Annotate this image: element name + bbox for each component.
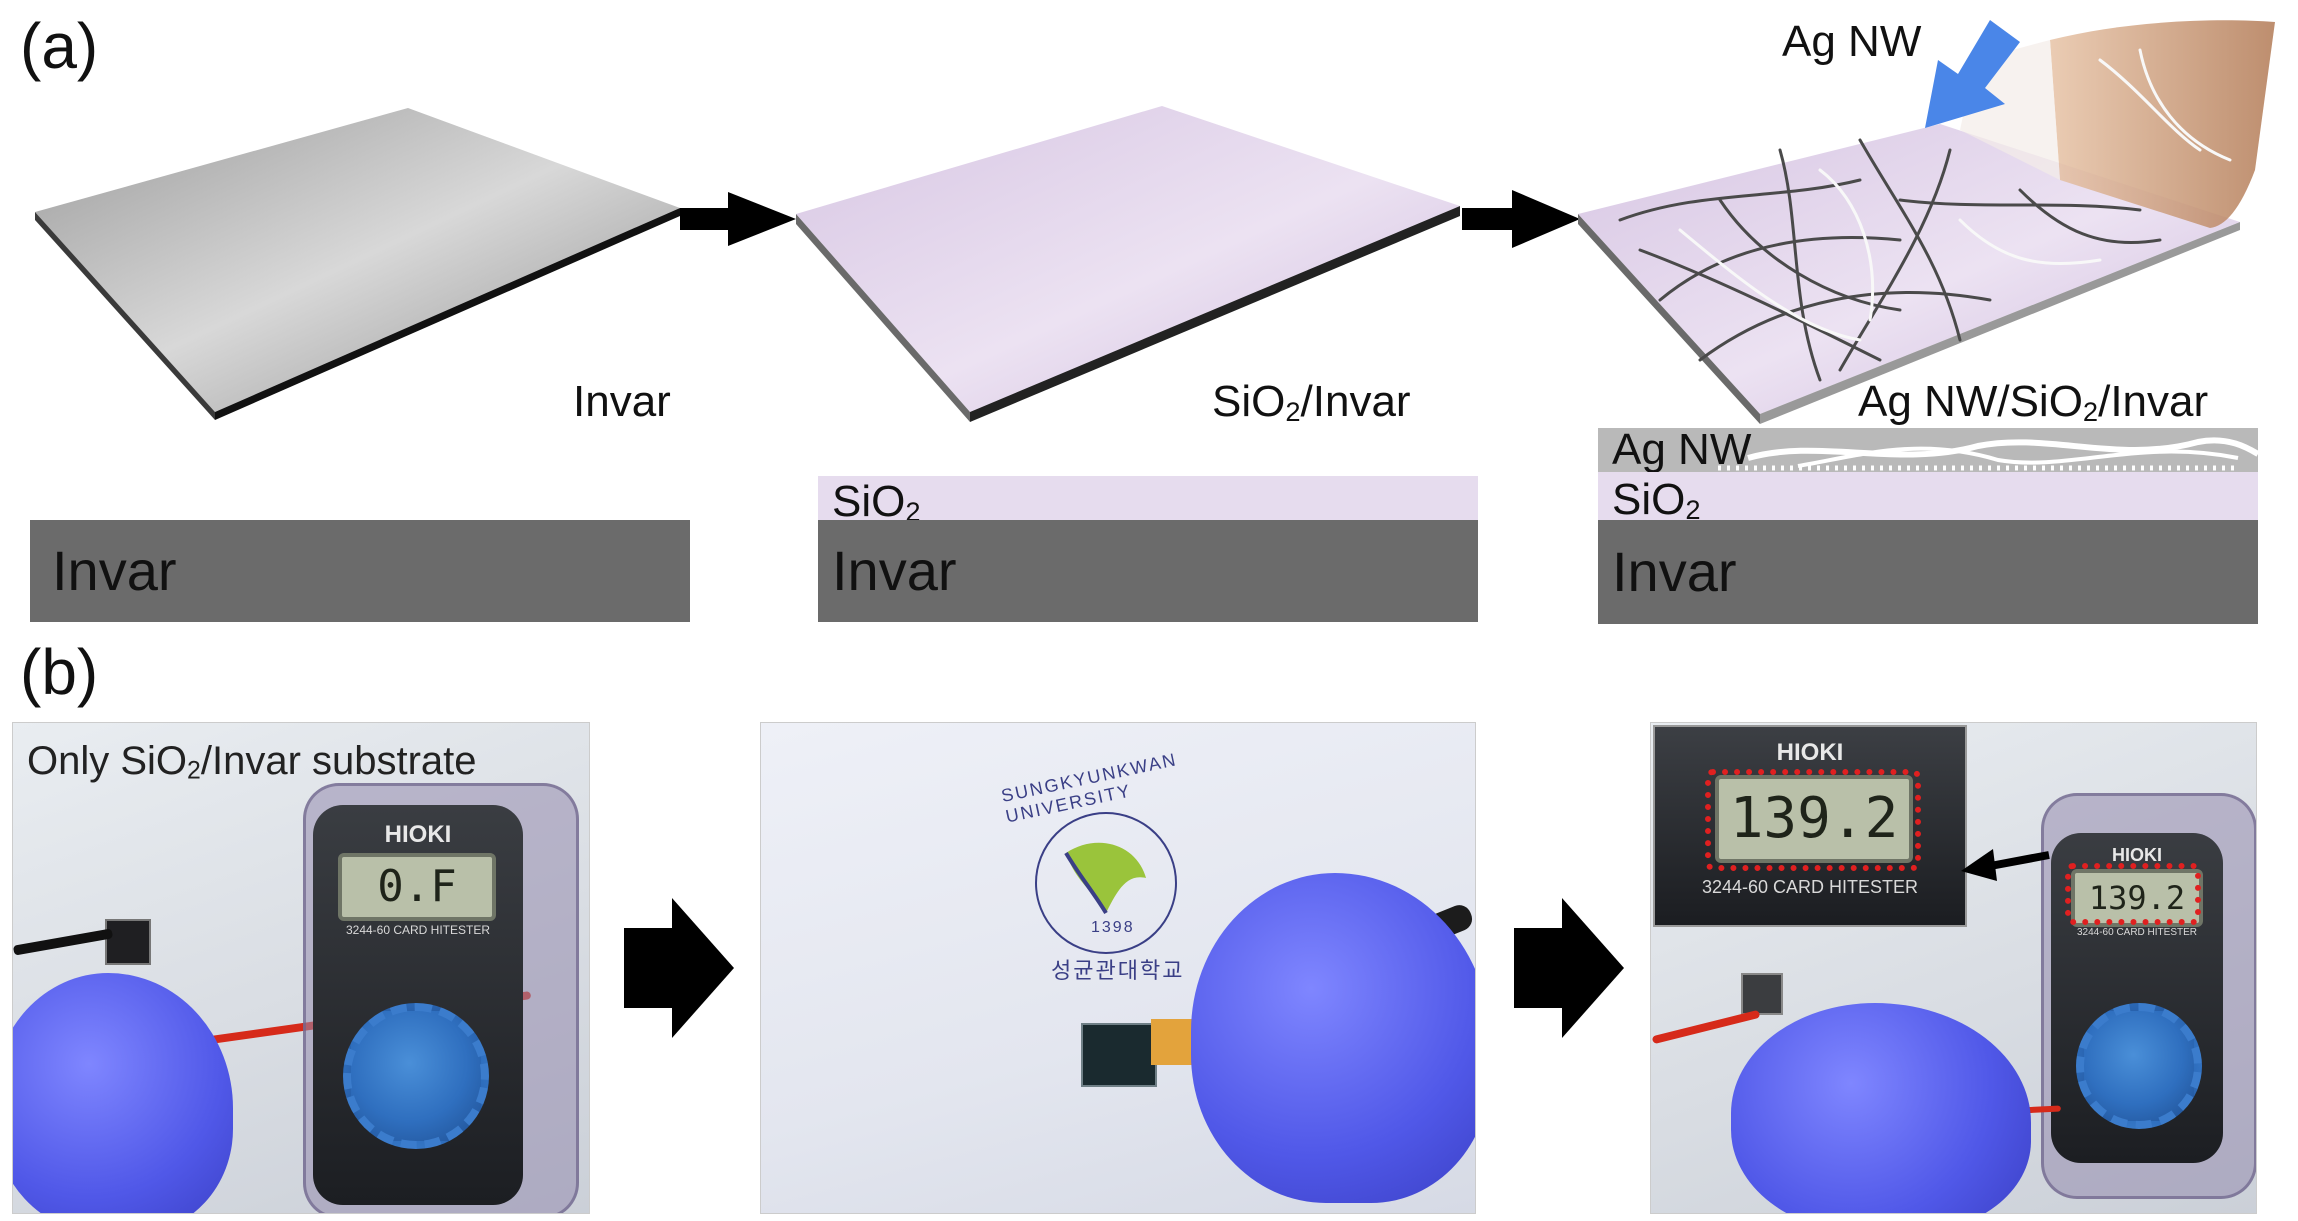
glove-2 xyxy=(1191,873,1475,1203)
invar-bar-2-label: Invar xyxy=(832,539,957,602)
process-arrow-b2 xyxy=(1514,898,1624,1038)
substrate-sample-2 xyxy=(1081,1023,1157,1087)
university-logo xyxy=(1035,812,1177,954)
photo-after-coating: HIOKI 139.2 3244-60 CARD HITESTER HIOKI … xyxy=(1650,722,2257,1214)
sio2-layer-3-main: SiO xyxy=(1612,475,1686,524)
lcd-zoom-inset: HIOKI 139.2 3244-60 CARD HITESTER xyxy=(1653,725,1967,927)
sio2-layer-2-sub: 2 xyxy=(905,495,921,527)
glove-3 xyxy=(1731,1003,2031,1213)
meter-3-brand: HIOKI xyxy=(2111,845,2162,865)
zoom-pointer-arrow xyxy=(1961,849,2050,881)
stage-label-invar: Invar xyxy=(573,377,671,426)
meter-3-model: 3244-60 CARD HITESTER xyxy=(2076,927,2198,938)
invar-bar-2 xyxy=(818,520,1478,622)
meter-1-lcd: 0.F xyxy=(338,853,496,921)
invar-bar-3 xyxy=(1598,520,2258,624)
agnw-layer-3-wires xyxy=(1718,437,2258,471)
photo-before-coating: Only SiO2/Invar substrate HIOKI 0.F 3244… xyxy=(12,722,590,1214)
sio2-layer-3-label: SiO2 xyxy=(1612,478,1701,532)
photo-coating: SUNGKYUNKWAN UNIVERSITY 1398 성균관대학교 xyxy=(760,722,1476,1214)
sio2-layer-2-label: SiO2 xyxy=(832,480,921,534)
meter-3-lcd: 139.2 xyxy=(2071,869,2203,927)
invar-plate xyxy=(35,108,680,420)
sio2-layer-2-main: SiO xyxy=(832,477,906,526)
stage-label-agnw-sio2-invar: Ag NW/SiO2/Invar xyxy=(1858,380,2208,434)
logo-year: 1398 xyxy=(1091,919,1135,936)
arrow-callout-agnw: Ag NW xyxy=(1782,17,1922,66)
panel-b-label: (b) xyxy=(20,636,99,708)
meter-1-dial xyxy=(343,1003,489,1149)
sio2-invar-plate xyxy=(796,106,1460,422)
blue-arrow xyxy=(1925,20,2020,128)
substrate-sample-1 xyxy=(105,919,151,965)
agnw-sio2-invar-plate xyxy=(1578,20,2275,424)
photo-1-caption-rest: /Invar substrate xyxy=(200,739,477,783)
zoom-lcd: 139.2 xyxy=(1715,775,1913,863)
process-arrow-1 xyxy=(680,192,796,246)
stage-label-agnw-sub: 2 xyxy=(2082,395,2099,427)
photo-1-caption-sub: 2 xyxy=(187,757,201,785)
stage-label-agnw-pre: Ag NW/SiO xyxy=(1858,377,2083,426)
invar-bar-1-label: Invar xyxy=(52,539,177,602)
probe-wire-black xyxy=(13,928,114,956)
zoom-model: 3244-60 CARD HITESTER xyxy=(1701,877,1919,897)
process-arrow-b1 xyxy=(624,898,734,1038)
nanowires-light xyxy=(1678,48,2232,342)
process-arrow-2 xyxy=(1462,190,1580,248)
sio2-layer-3-sub: 2 xyxy=(1685,493,1701,525)
stage-label-sio2-invar: SiO2/Invar xyxy=(1212,380,1411,434)
photo-1-caption-main: Only SiO xyxy=(27,739,188,783)
zoom-brand: HIOKI xyxy=(1776,739,1844,766)
stage-label-sio2-rest: /Invar xyxy=(1300,377,1411,426)
sio2-layer-3 xyxy=(1598,472,2258,520)
meter-3-highlight xyxy=(2065,863,2201,925)
substrate-sample-3 xyxy=(1741,973,1783,1015)
invar-bar-3-label: Invar xyxy=(1612,540,1737,603)
meter-3-dial xyxy=(2076,1003,2202,1129)
photo-1-caption: Only SiO2/Invar substrate xyxy=(27,741,477,791)
logo-leaf-icon xyxy=(1066,842,1146,913)
meter-1-brand: HIOKI xyxy=(384,821,452,848)
sio2-layer-2 xyxy=(818,476,1478,520)
zoom-highlight xyxy=(1705,769,1921,871)
logo-korean-name: 성균관대학교 xyxy=(1051,958,1185,983)
agnw-layer-3-label: Ag NW xyxy=(1612,425,1752,474)
probe-wire-red-3 xyxy=(1651,1009,1761,1045)
panel-a-label: (a) xyxy=(20,10,99,82)
stage-label-sio2-main: SiO xyxy=(1212,377,1286,426)
meter-1-model: 3244-60 CARD HITESTER xyxy=(345,923,491,937)
panel-a-plates-illustration xyxy=(35,20,2275,424)
invar-bar-1 xyxy=(30,520,690,622)
glove-1 xyxy=(13,973,233,1213)
stage-label-sio2-sub: 2 xyxy=(1285,395,1301,427)
nanowires xyxy=(1618,138,2162,382)
stage-label-agnw-rest: /Invar xyxy=(2098,377,2209,426)
